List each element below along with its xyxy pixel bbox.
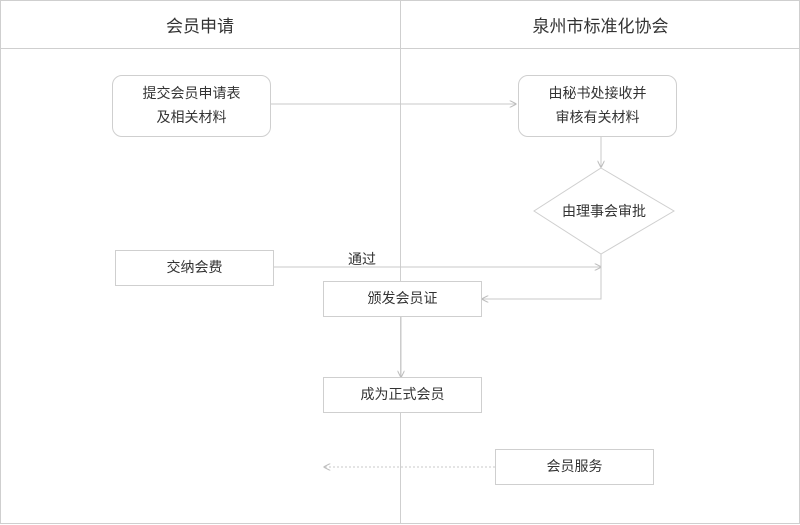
node-submit-application: 提交会员申请表 及相关材料 bbox=[112, 75, 271, 137]
lane-title-applicant: 会员申请 bbox=[166, 16, 234, 37]
node-issue-certificate: 颁发会员证 bbox=[323, 281, 482, 317]
node-pay-fee: 交纳会费 bbox=[115, 250, 274, 286]
node-council-approval: 由理事会审批 bbox=[534, 168, 674, 254]
node-formal-member: 成为正式会员 bbox=[323, 377, 482, 413]
node-member-service: 会员服务 bbox=[495, 449, 654, 485]
node-secretary-review: 由秘书处接收并 审核有关材料 bbox=[518, 75, 677, 137]
node-submit-label: 提交会员申请表 及相关材料 bbox=[142, 86, 241, 126]
arrow-council-to-certificate bbox=[482, 253, 602, 299]
node-council-label: 由理事会审批 bbox=[562, 204, 646, 220]
lane-title-association: 泉州市标准化协会 bbox=[532, 16, 669, 37]
node-issue-certificate-label: 颁发会员证 bbox=[367, 291, 438, 307]
council-diamond bbox=[533, 167, 675, 255]
node-secretary-label: 由秘书处接收并 审核有关材料 bbox=[548, 86, 647, 126]
node-member-service-label: 会员服务 bbox=[546, 459, 603, 475]
node-formal-member-label: 成为正式会员 bbox=[360, 387, 445, 403]
lane-header-association: 泉州市标准化协会 bbox=[401, 0, 800, 48]
lane-header-applicant: 会员申请 bbox=[0, 0, 400, 48]
edge-label-pass: 通过 bbox=[348, 252, 376, 268]
node-pay-fee-label: 交纳会费 bbox=[166, 260, 223, 276]
